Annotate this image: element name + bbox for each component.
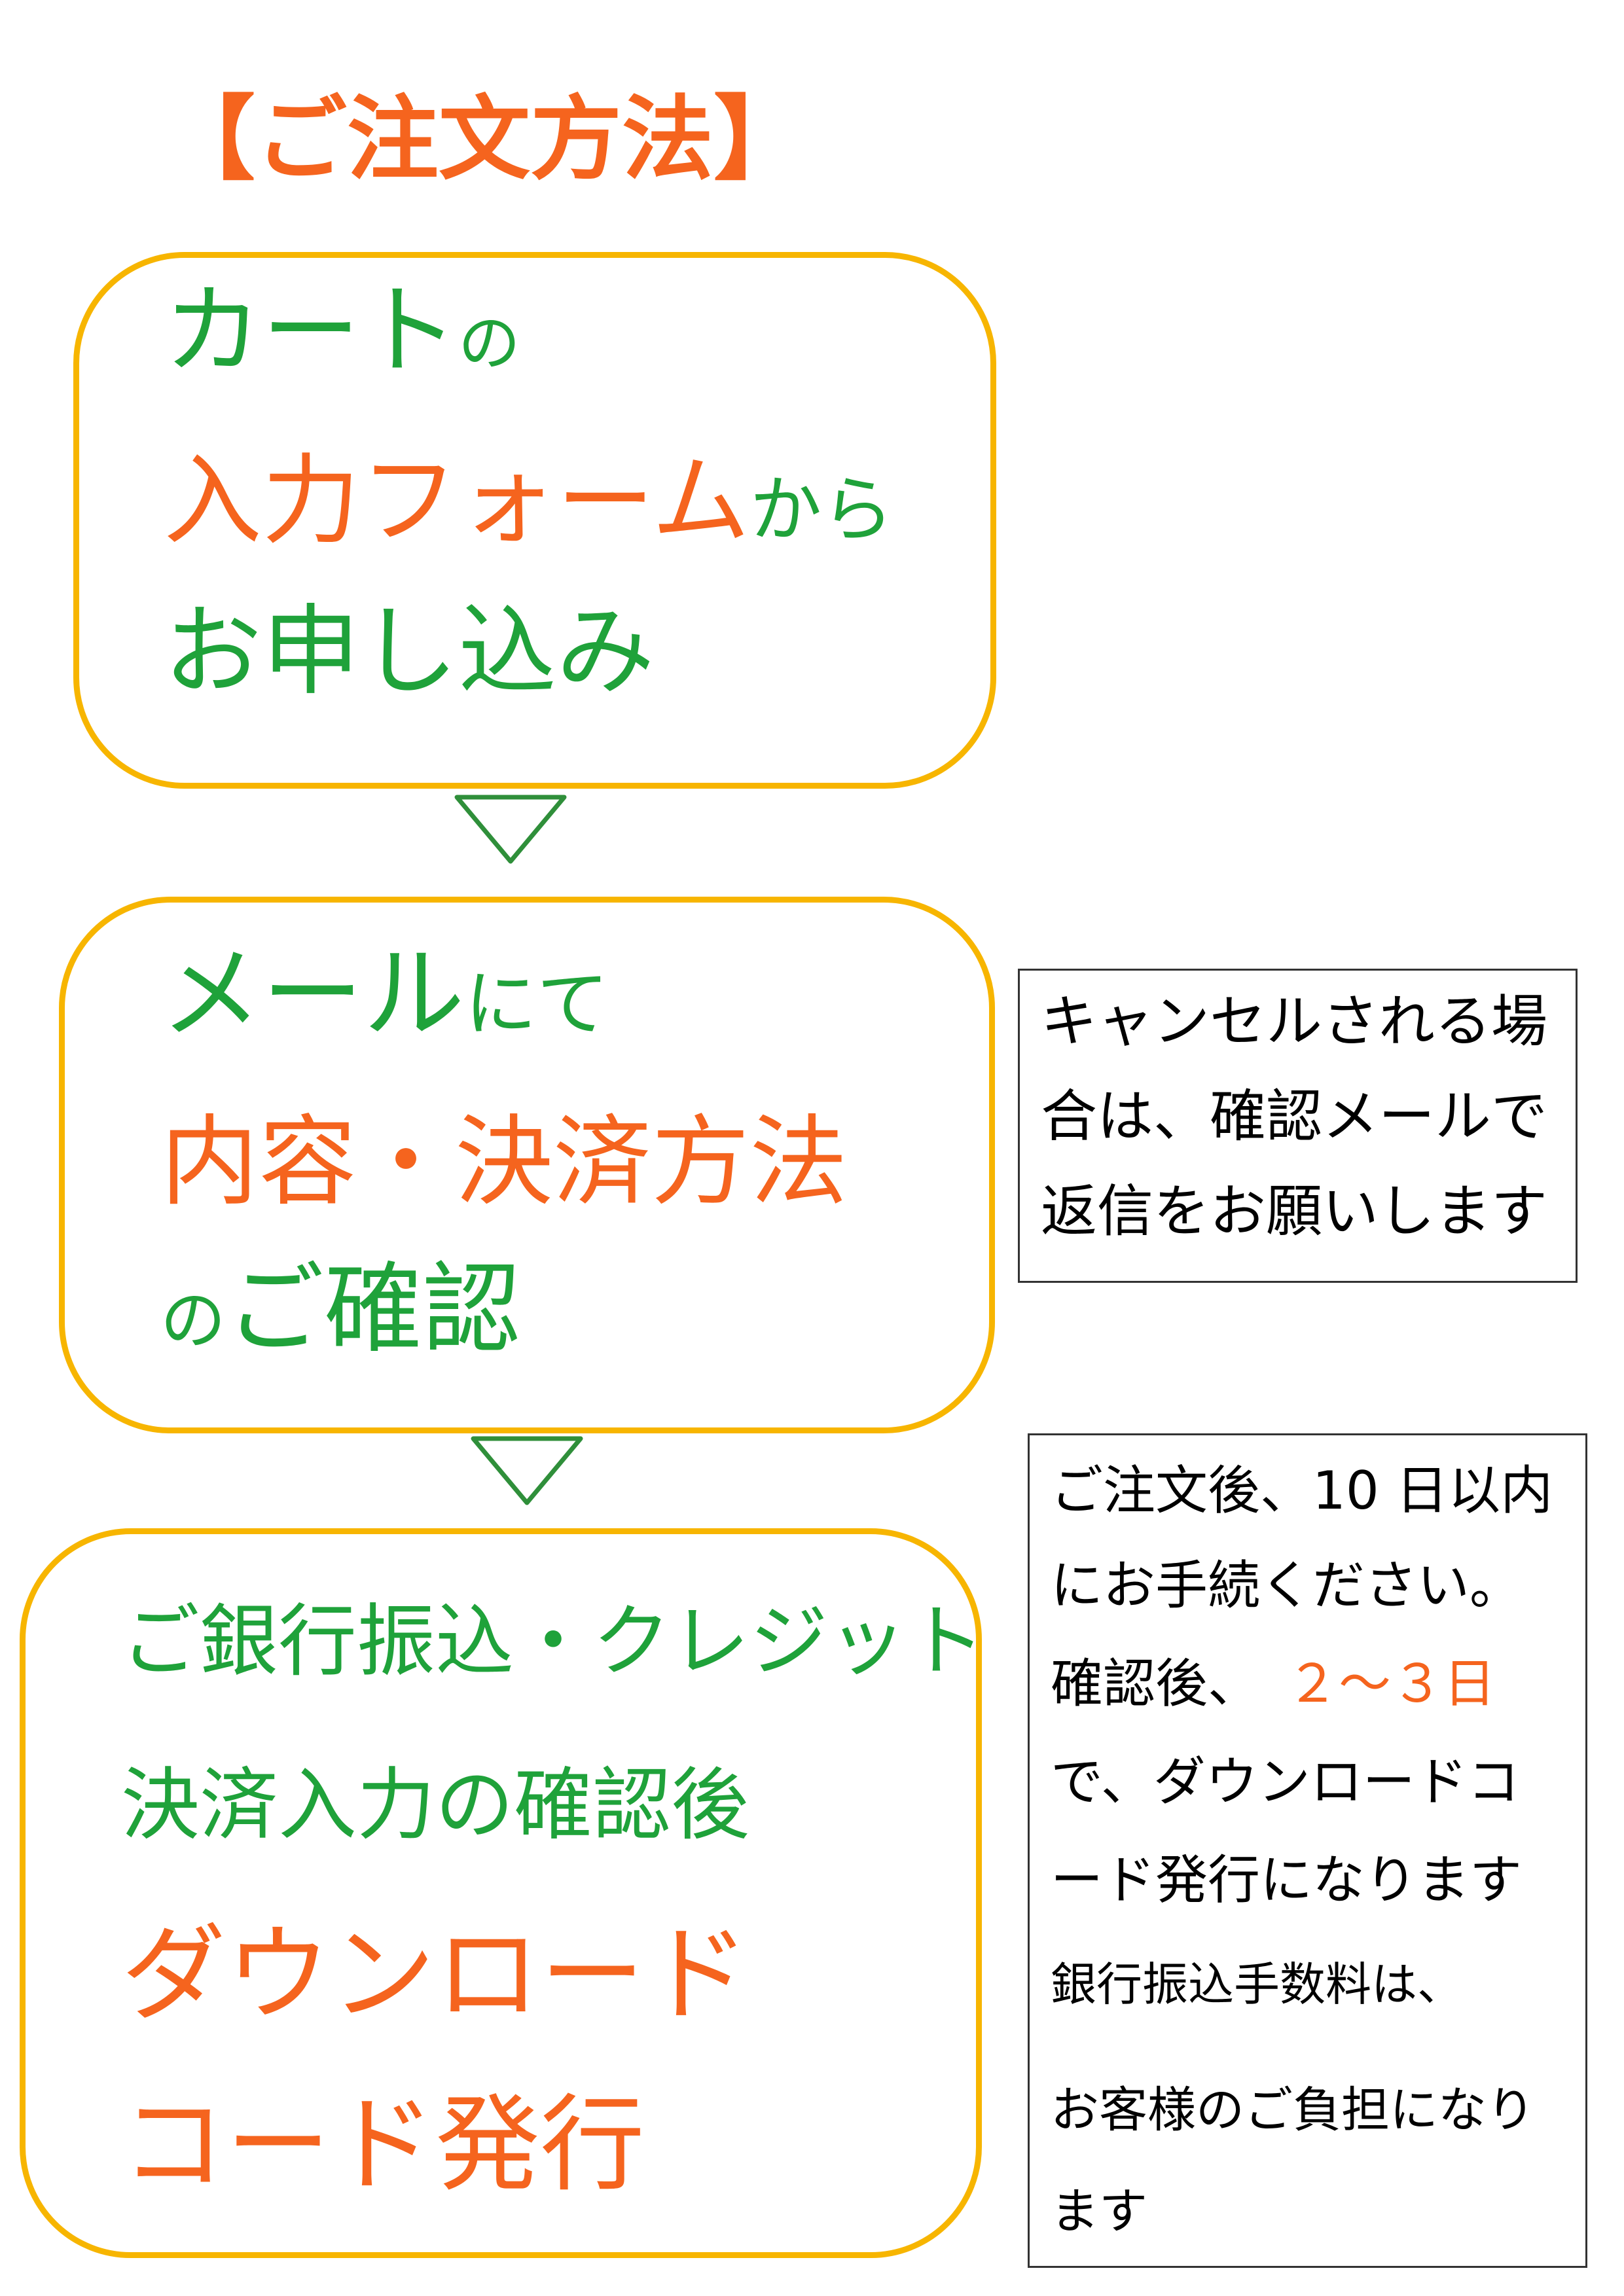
procedure-note-line3-pre: 確認後、: [1051, 1653, 1260, 1714]
procedure-note-days-highlight: ２～３日: [1286, 1653, 1496, 1714]
step2-line3: のご確認: [160, 1253, 520, 1367]
step1-apply-text: お申し込み: [164, 595, 655, 709]
cancel-note-line3: 返信をお願いします: [1041, 1179, 1547, 1244]
step-box-download-code: [20, 1528, 982, 2258]
step2-particle-nite: にて: [465, 962, 609, 1046]
procedure-note-box: [1028, 1433, 1587, 2268]
cancel-note-box: [1018, 969, 1578, 1283]
step1-input-form-text: 入力フォーム: [164, 444, 750, 558]
procedure-note-line1: ご注文後、10 日以内: [1051, 1460, 1553, 1521]
step3-download-text: ダウンロード: [121, 1913, 750, 2036]
step1-line2: 入力フォームから: [164, 445, 894, 558]
procedure-note-line6: 銀行振込手数料は、: [1051, 1958, 1463, 2011]
procedure-note-line7: お客様のご負担になり: [1051, 2082, 1535, 2138]
step2-mail-text: メール: [160, 935, 465, 1053]
page-title: 【ご注文方法】: [164, 86, 806, 193]
step2-confirm-text: ご確認: [226, 1253, 521, 1367]
procedure-note-line3: 確認後、 ２～３日: [1051, 1653, 1496, 1715]
step3-code-issue-text: コード発行: [121, 2083, 645, 2206]
procedure-note-line2: にお手続ください。: [1051, 1555, 1522, 1616]
down-triangle-icon: [454, 795, 567, 864]
step-box-email-confirm: [59, 897, 995, 1433]
step1-cart-text: カート: [164, 274, 459, 388]
procedure-note-line4: で、ダウンロードコ: [1051, 1751, 1520, 1812]
procedure-note-line5: ード発行になります: [1051, 1850, 1522, 1910]
step1-particle-no: の: [458, 308, 521, 380]
step1-particle-kara: から: [749, 468, 894, 552]
procedure-note-line8: ます: [1051, 2183, 1147, 2240]
step-box-cart-order: [73, 252, 996, 789]
cancel-note-line2: 合は、確認メールで: [1041, 1084, 1547, 1149]
step2-line1: メールにて: [160, 935, 609, 1053]
step1-line1: カートの: [164, 275, 520, 388]
down-triangle-icon: [471, 1436, 583, 1505]
cancel-note-line1: キャンセルされる場: [1041, 989, 1547, 1054]
step3-after-confirm-text: 決済入力の確認後: [121, 1760, 749, 1851]
step2-content-payment-text: 内容・決済方法: [160, 1105, 848, 1219]
step2-particle-no: の: [160, 1282, 226, 1359]
step3-bank-credit-text: ご銀行振込・クレジット: [121, 1596, 985, 1687]
